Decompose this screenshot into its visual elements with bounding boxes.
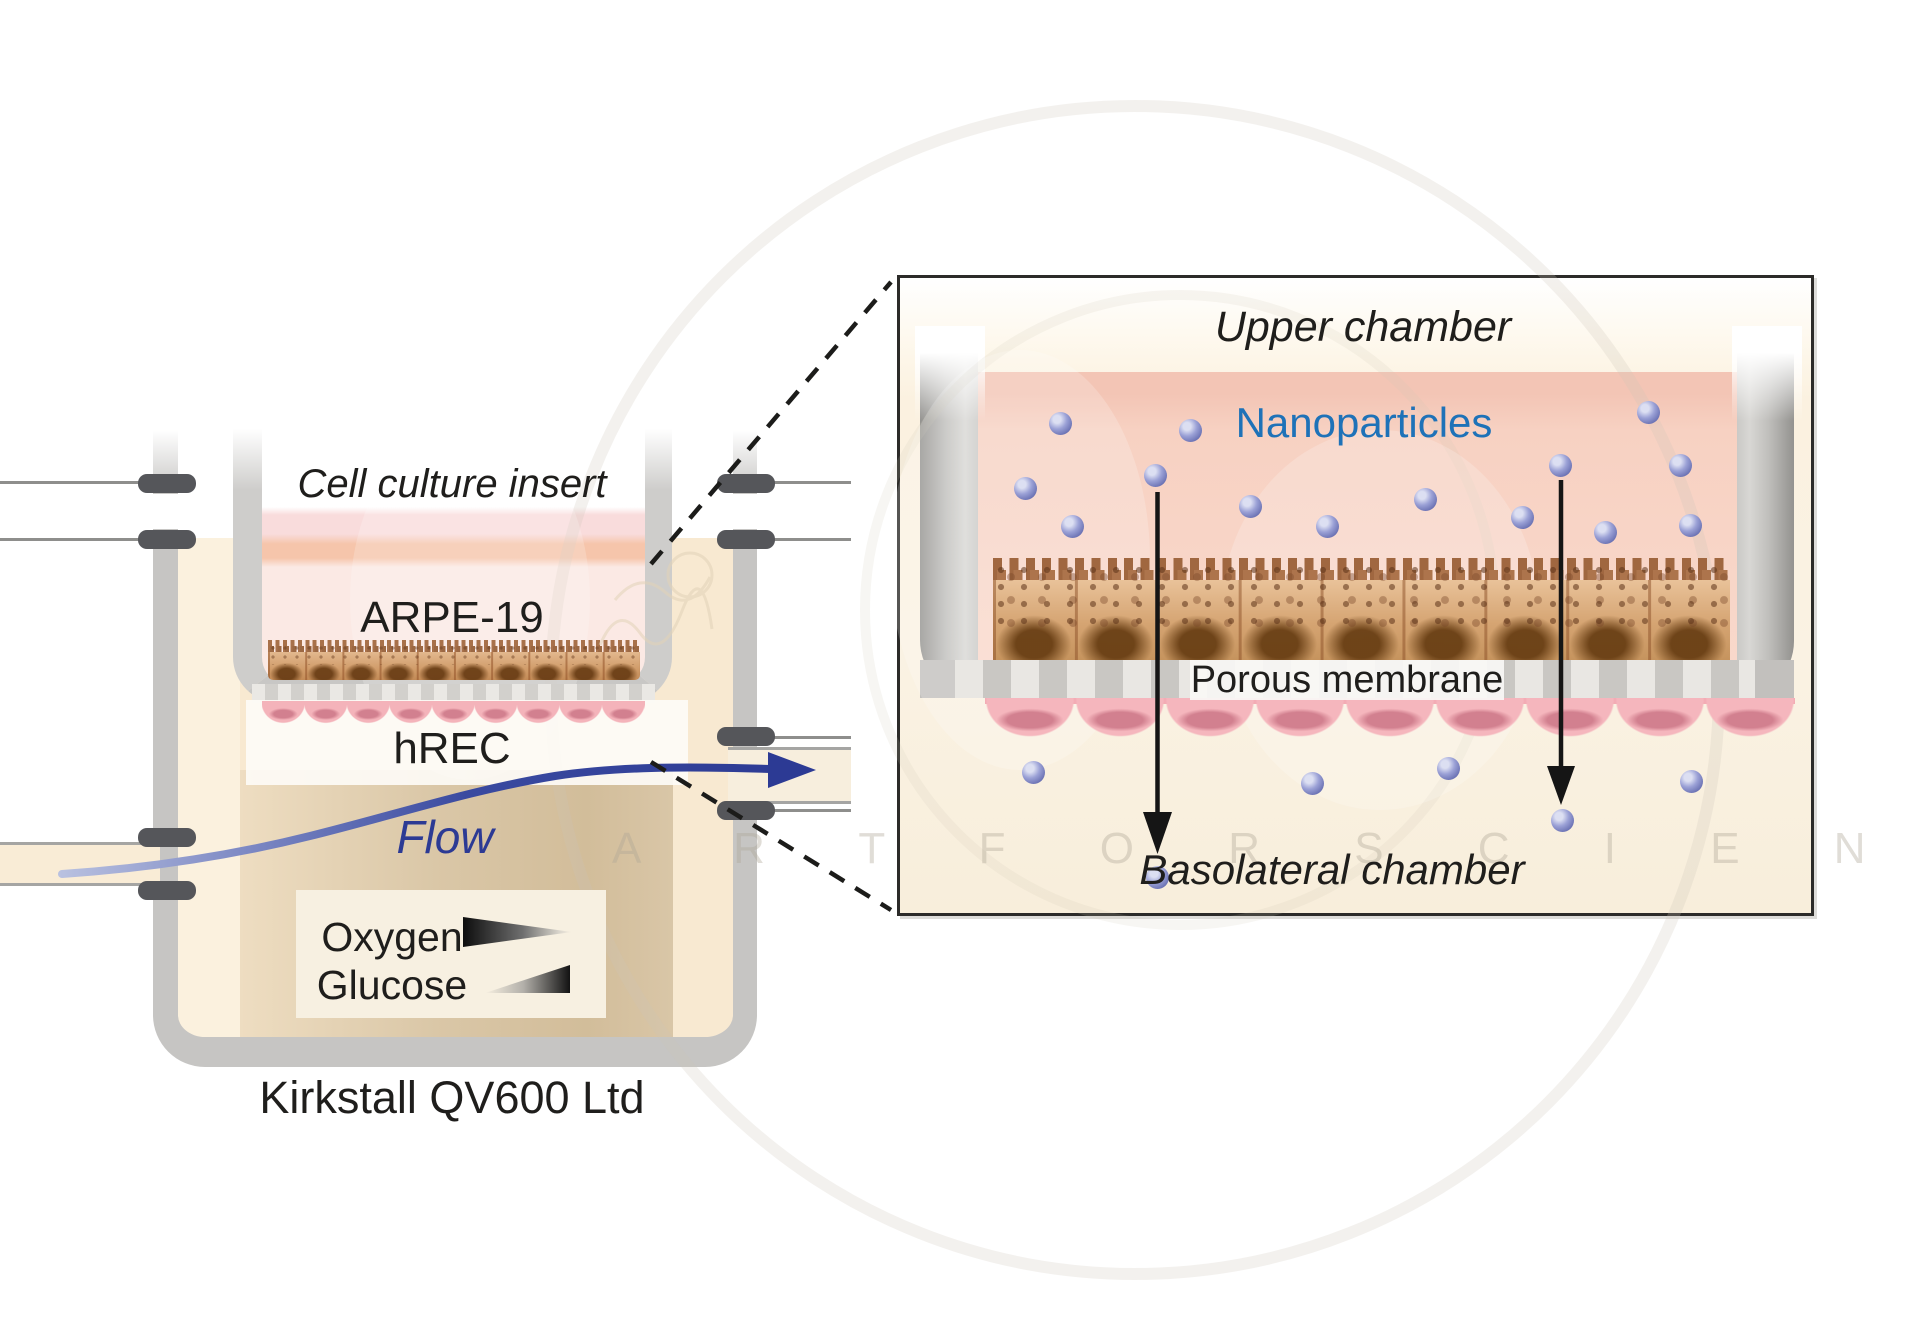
arpe19-label: ARPE-19 [360,593,544,642]
wall-fade [640,405,677,490]
nanoparticle [1060,514,1084,538]
insert-media-fill [262,415,645,680]
tube-clamp [138,881,196,900]
tubing-line [767,538,851,541]
cell-speckles [993,563,1730,631]
nanoparticles-label: Nanoparticles [1235,399,1493,446]
hrec-label: hREC [393,724,511,773]
wall-fade [228,405,268,490]
nanoparticle [1145,865,1169,889]
nanoparticle [1510,505,1534,529]
nanoparticle [1143,463,1167,487]
nanoparticle [1550,808,1574,832]
basolateral-chamber-label: Basolateral chamber [1139,846,1525,893]
nanoparticle [1436,756,1460,780]
nanoparticle [1021,760,1045,784]
tubing-line [0,481,140,484]
device-label: Kirkstall QV600 Ltd [259,1072,645,1123]
oxygen-label: Oxygen [321,914,463,960]
tube-clamp [717,530,775,549]
arpe19-cell-row [268,652,640,680]
nanoparticle [1668,453,1692,477]
nanoparticle [1678,513,1702,537]
tube-clamp [138,828,196,847]
nanoparticle [1413,487,1437,511]
nanoparticle [1178,418,1202,442]
gradient-legend [296,890,606,1018]
tube-clamp [138,474,196,493]
porous-membrane-label: Porous membrane [1190,659,1504,701]
nanoparticle [1636,400,1660,424]
nanoparticle [1548,453,1572,477]
hrec-cell-row [262,701,645,727]
outlet-port [728,747,851,804]
wall-fade [915,326,985,421]
nanoparticle [1679,769,1703,793]
tube-clamp [717,474,775,493]
porous-membrane-strip [252,684,655,703]
flow-label: Flow [396,811,494,863]
hrec-cell-row-magnified [985,698,1795,738]
tube-clamp [138,530,196,549]
nanoparticle [1238,494,1262,518]
tube-gap [722,494,768,529]
inlet-tube [0,842,160,886]
wall-fade [1732,326,1802,421]
glucose-label: Glucose [316,962,468,1008]
tube-gap [143,494,189,529]
nanoparticle [1048,411,1072,435]
nanoparticle [1315,514,1339,538]
tube-clamp [717,801,775,820]
nanoparticle [1593,520,1617,544]
tubing-line [767,736,851,739]
cell-speckles [268,643,640,665]
tubing-line [767,809,851,812]
upper-chamber-label: Upper chamber [1214,303,1512,351]
tube-clamp [717,727,775,746]
tubing-line [0,538,140,541]
tubing-line [767,481,851,484]
cell-culture-insert-label: Cell culture insert [297,462,607,506]
nanoparticle [1013,476,1037,500]
nanoparticle [1300,771,1324,795]
